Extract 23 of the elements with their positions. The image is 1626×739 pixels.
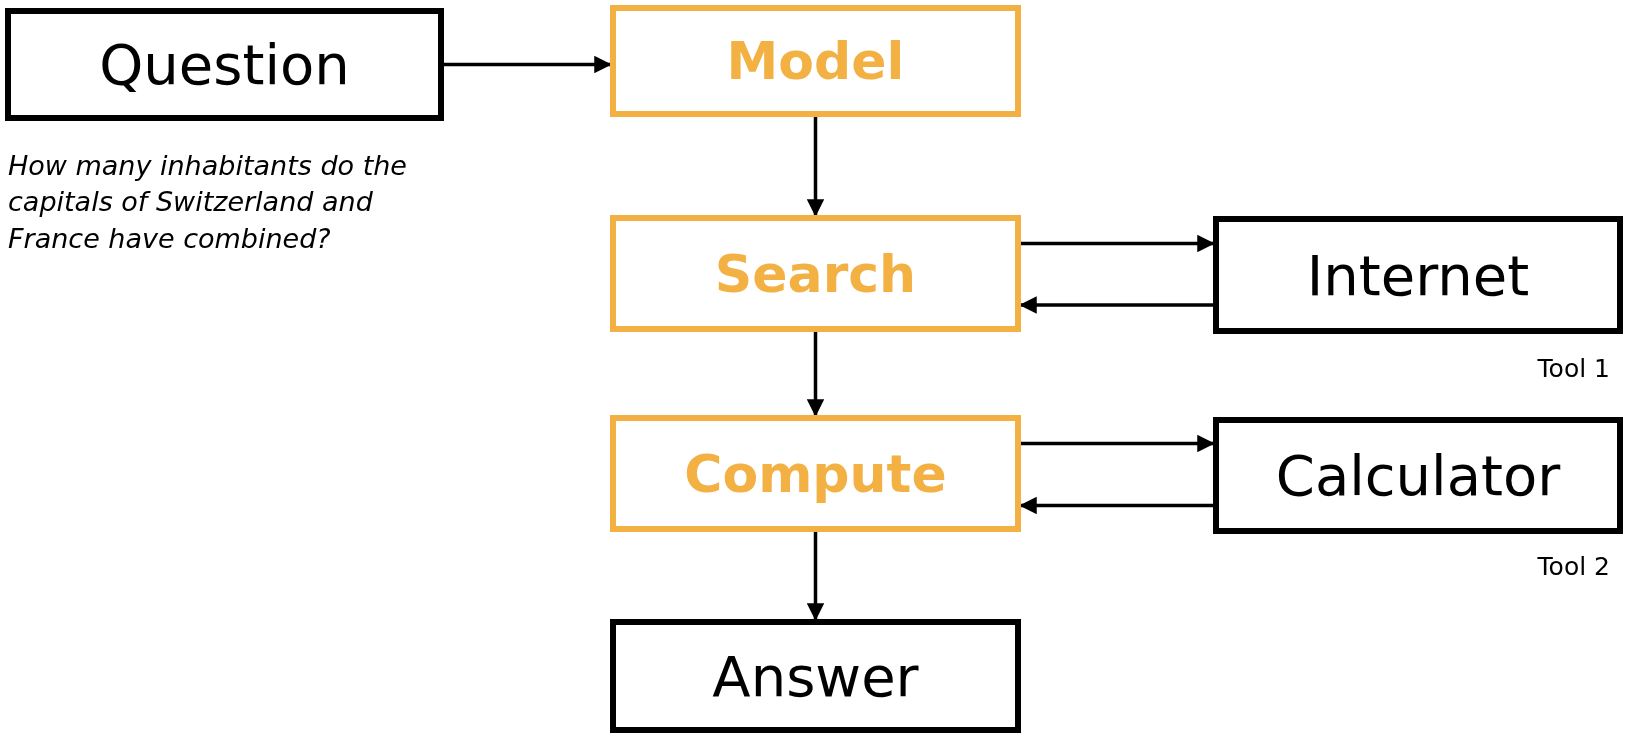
node-label: Search: [714, 243, 917, 304]
process-box: [610, 619, 1021, 733]
node-label: Internet: [1306, 242, 1530, 308]
arrow: [444, 55, 612, 74]
tool-caption: Tool 1: [1536, 353, 1610, 385]
tool-caption: Tool 2: [1536, 551, 1610, 583]
step-box: [610, 215, 1021, 332]
process-box: [1213, 417, 1623, 534]
node-label: Compute: [684, 443, 947, 504]
arrow: [806, 332, 825, 417]
step-box: [610, 415, 1021, 532]
arrow: [806, 532, 825, 621]
arrow: [1021, 234, 1215, 253]
process-box: [5, 8, 444, 121]
arrow: [1021, 434, 1215, 453]
node-label: Answer: [712, 643, 919, 709]
node-label: Calculator: [1275, 443, 1561, 508]
node-label: Model: [726, 31, 905, 91]
process-box: [1213, 216, 1623, 334]
arrow: [806, 117, 825, 217]
question-text: How many inhabitants do the capitals of Switzerland and France have combined?: [8, 149, 408, 256]
step-box: [610, 5, 1021, 117]
node-label: Question: [99, 32, 350, 97]
